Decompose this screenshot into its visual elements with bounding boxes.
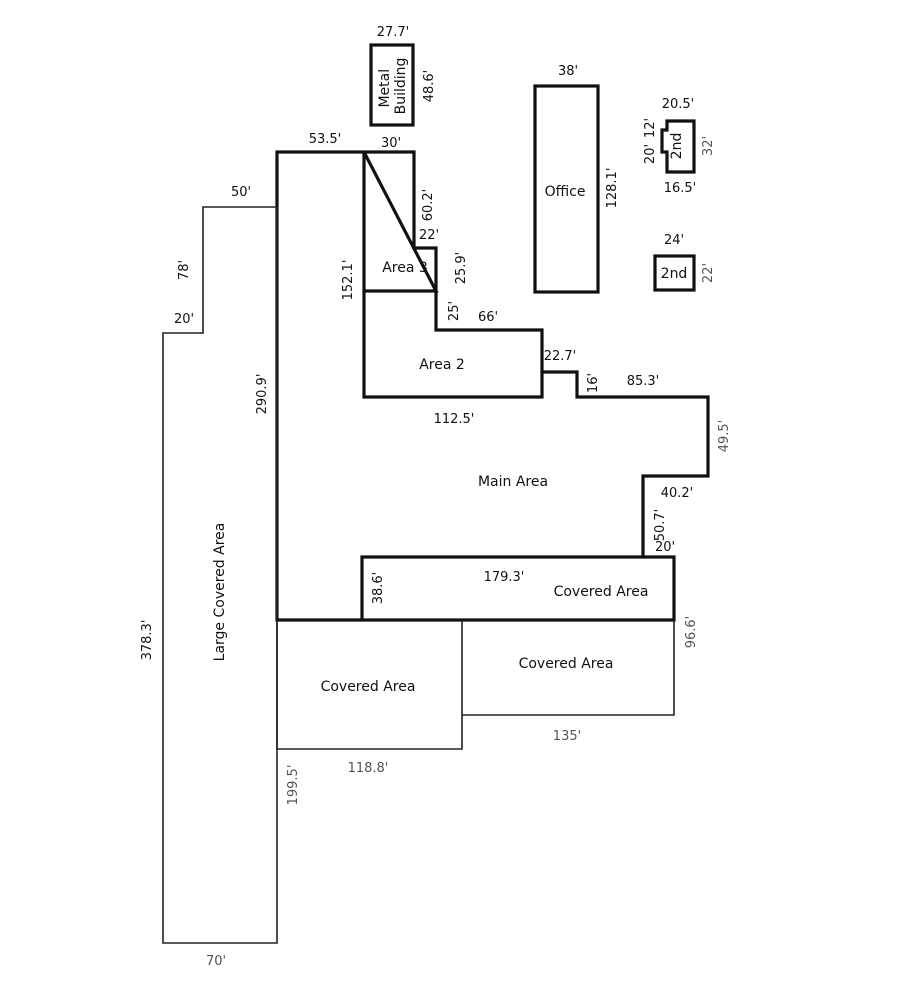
dim-second-a-left: 20'	[643, 144, 658, 164]
dim-large-top: 50'	[231, 185, 251, 200]
dim-area3-left: 152.1'	[341, 260, 356, 301]
dim-area2-step: 25'	[447, 301, 462, 321]
dim-second-b-right: 22'	[701, 263, 716, 283]
second-floor-a-label: 2nd	[669, 133, 685, 160]
covered-area-right-label: Covered Area	[519, 656, 614, 672]
dim-main-step-20: 20'	[655, 540, 675, 555]
dim-second-a-top: 20.5'	[662, 97, 695, 112]
dim-large-left: 378.3'	[140, 620, 155, 661]
dim-main-left: 290.9'	[255, 374, 270, 415]
area-3-label: Area 3	[382, 260, 428, 276]
dim-large-upper-left: 78'	[177, 260, 192, 280]
area-2-label: Area 2	[419, 357, 465, 373]
dim-area3-top: 30'	[381, 136, 401, 151]
covered-area-left-outline	[276, 620, 463, 750]
dim-office-height: 128.1'	[605, 168, 620, 209]
dim-area3-step: 22'	[419, 228, 439, 243]
second-floor-b-outline	[653, 254, 696, 292]
large-covered-area-outline	[162, 206, 278, 944]
main-building-outline	[275, 150, 710, 622]
covered-area-right-outline	[461, 620, 675, 716]
dim-main-inset: 40.2'	[661, 486, 694, 501]
covered-area-top-label: Covered Area	[554, 584, 649, 600]
dim-large-step: 20'	[174, 312, 194, 327]
dim-area2-top: 66'	[478, 310, 498, 325]
area-2-outline	[362, 291, 544, 399]
covered-area-top-outline	[362, 555, 676, 622]
dim-main-step-16: 16'	[586, 373, 601, 393]
dim-main-right-lower: 50.7'	[653, 509, 668, 542]
dim-covered-right-height: 96.6'	[684, 616, 699, 649]
dim-area2-bottom: 112.5'	[434, 412, 475, 427]
dim-area3-right-lower: 25.9'	[454, 252, 469, 285]
dim-second-b-top: 24'	[664, 233, 684, 248]
dim-covered-top-height: 38.6'	[371, 572, 386, 605]
dim-covered-left-side: 199.5'	[286, 765, 301, 806]
dim-main-top: 53.5'	[309, 132, 342, 147]
second-floor-b-label: 2nd	[661, 266, 688, 282]
dim-metal-width: 27.7'	[377, 25, 410, 40]
dim-second-a-notch: 12'	[643, 118, 658, 138]
dim-second-a-bottom: 16.5'	[664, 181, 697, 196]
dim-second-a-right: 32'	[701, 136, 716, 156]
metal-building-outline	[369, 43, 415, 127]
dim-main-right: 49.5'	[717, 420, 732, 453]
dim-metal-height: 48.6'	[422, 70, 437, 103]
dim-main-top-right: 85.3'	[627, 374, 660, 389]
dim-office-width: 38'	[558, 64, 578, 79]
dim-large-bottom: 70'	[206, 954, 226, 969]
large-covered-area-label: Large Covered Area	[212, 523, 228, 662]
covered-area-left-label: Covered Area	[321, 679, 416, 695]
dim-covered-top-width: 179.3'	[484, 570, 525, 585]
metal-building-label: Metal Building	[377, 58, 409, 115]
office-outline	[533, 84, 600, 294]
dim-area2-right: 22.7'	[544, 349, 577, 364]
main-area-label: Main Area	[478, 474, 548, 490]
office-label: Office	[545, 184, 586, 200]
area-3-outline	[362, 151, 439, 293]
dim-area3-right-upper: 60.2'	[421, 189, 436, 222]
dim-covered-left-bottom: 118.8'	[348, 761, 389, 776]
dim-covered-right-bottom: 135'	[553, 729, 581, 744]
second-floor-a-outline	[660, 119, 696, 174]
